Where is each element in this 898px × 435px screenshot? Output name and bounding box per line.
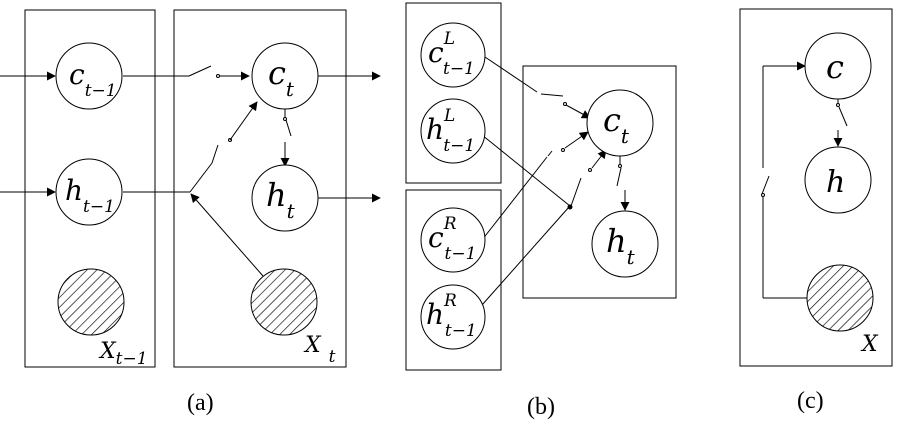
edge-junction-up [189,162,213,193]
caption-a: (a) [187,390,214,416]
box-c [739,8,893,367]
node-c-t [251,42,319,110]
label-c-t: ct [268,54,295,101]
box-left-child [405,2,502,184]
node-hL [420,98,486,164]
node-b-h-t [591,210,659,278]
caption-b: (b) [527,394,555,420]
node-h [804,146,872,214]
caption-c: (c) [797,388,824,414]
node-cR [420,207,486,273]
switch-b-ch-dot [618,164,622,168]
node-x-prev [57,268,125,336]
switch-junction-dot [588,168,592,172]
node-x-t [250,268,318,336]
switch-ch [285,119,292,137]
node-h-t [251,164,319,232]
switch-cL [540,93,564,97]
label-b-c-t: ct [603,101,630,148]
switch-loop-dot [761,193,765,197]
label-h-t: ht [266,176,296,223]
switch-cR-dot [561,148,565,152]
edge-switch-cL-to-c-t [565,104,591,119]
panel-c [739,8,893,367]
label-c: c [826,48,844,86]
panel-b [405,2,677,371]
switch-cL-dot [563,102,567,106]
node-cL [420,22,486,88]
node-hR [420,284,486,350]
switch-c [188,65,212,77]
switch-h [211,144,219,164]
switch-loop [761,175,770,195]
switch-h-dot [228,138,232,142]
switch-ch-dot [283,117,287,121]
label-box-x-prev: Xt−1 [98,339,148,369]
edge-junction-to-c-t [591,149,607,169]
box-x-t [173,9,347,368]
switch-cR [547,150,553,157]
box-right-child [405,189,502,371]
node-x [806,264,874,332]
node-b-c-t [586,89,654,157]
edge-cL-to-switch [481,54,538,93]
edge-x-t-to-junction [190,193,264,277]
panel-c-labels: c h X (c) [797,48,879,414]
label-h: h [826,165,845,200]
label-h-prev: ht−1 [65,174,115,217]
box-parent [522,65,677,299]
edge-switch-cR-to-c-t [564,131,589,149]
switch-ch-c [838,106,848,127]
switch-b-ch [616,167,622,187]
switch-ch-c-dot [836,103,840,107]
switch-junction [570,177,582,207]
edge-hR-to-junction [481,206,570,306]
box-x-prev [24,9,156,368]
label-c-prev: ct−1 [69,58,117,101]
label-b-h-t: ht [606,222,636,269]
label-box-x: X [860,332,879,357]
edge-cR-to-switch [481,156,548,241]
edge-hL-to-junction [481,134,571,207]
node-c [804,32,872,100]
node-h-prev [55,158,123,226]
panel-a [0,9,381,368]
node-c-prev [55,42,123,110]
edge-to-c-t [229,101,258,141]
